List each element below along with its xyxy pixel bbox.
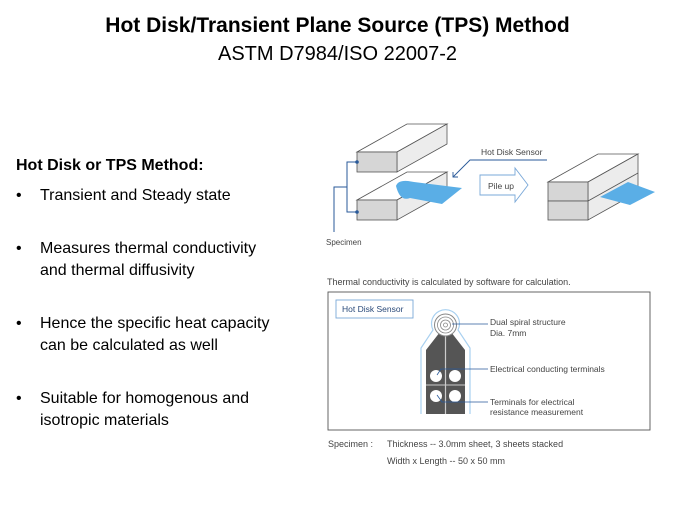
specimen-dimensions: Width x Length -- 50 x 50 mm xyxy=(387,456,505,466)
bullet-icon: • xyxy=(16,187,22,204)
hot-disk-sensor-drawing xyxy=(420,309,471,414)
specimen-label: Specimen xyxy=(326,238,362,247)
bullet-icon: • xyxy=(16,390,22,407)
stacked-specimen xyxy=(546,153,640,221)
slide-title: Hot Disk/Transient Plane Source (TPS) Me… xyxy=(105,14,570,37)
callout-resistance-1: Terminals for electrical xyxy=(490,397,575,407)
callout-resistance-2: resistance measurement xyxy=(490,407,584,417)
bullet-icon: • xyxy=(16,315,22,332)
callout-lines xyxy=(436,323,488,403)
specimen-block-upper xyxy=(355,123,449,173)
specimen-thickness: Thickness -- 3.0mm sheet, 3 sheets stack… xyxy=(387,439,563,449)
callout-terminals: Electrical conducting terminals xyxy=(490,364,605,374)
bullet-icon: • xyxy=(16,240,22,257)
slide-subtitle: ASTM D7984/ISO 22007-2 xyxy=(217,43,457,65)
pile-up-label: Pile up xyxy=(488,181,514,191)
callout-diameter: Dia. 7mm xyxy=(490,328,526,338)
sensor-box-label: Hot Disk Sensor xyxy=(342,304,404,314)
calculation-caption: Thermal conductivity is calculated by so… xyxy=(327,277,571,287)
callout-spiral: Dual spiral structure xyxy=(490,317,566,327)
sensor-pointer-arrow xyxy=(452,159,547,178)
bullet-item: •Transient and Steady state xyxy=(16,185,316,207)
pile-up-arrow xyxy=(479,166,529,204)
hot-disk-sensor-shape xyxy=(396,180,462,204)
section-heading: Hot Disk or TPS Method: xyxy=(16,157,204,174)
stacked-sensor-shape xyxy=(600,182,655,205)
specimen-bracket xyxy=(333,161,357,232)
bullet-list: •Transient and Steady state •Measures th… xyxy=(16,185,316,463)
specimen-prefix: Specimen : xyxy=(328,439,373,449)
hot-disk-sensor-label: Hot Disk Sensor xyxy=(481,147,543,157)
